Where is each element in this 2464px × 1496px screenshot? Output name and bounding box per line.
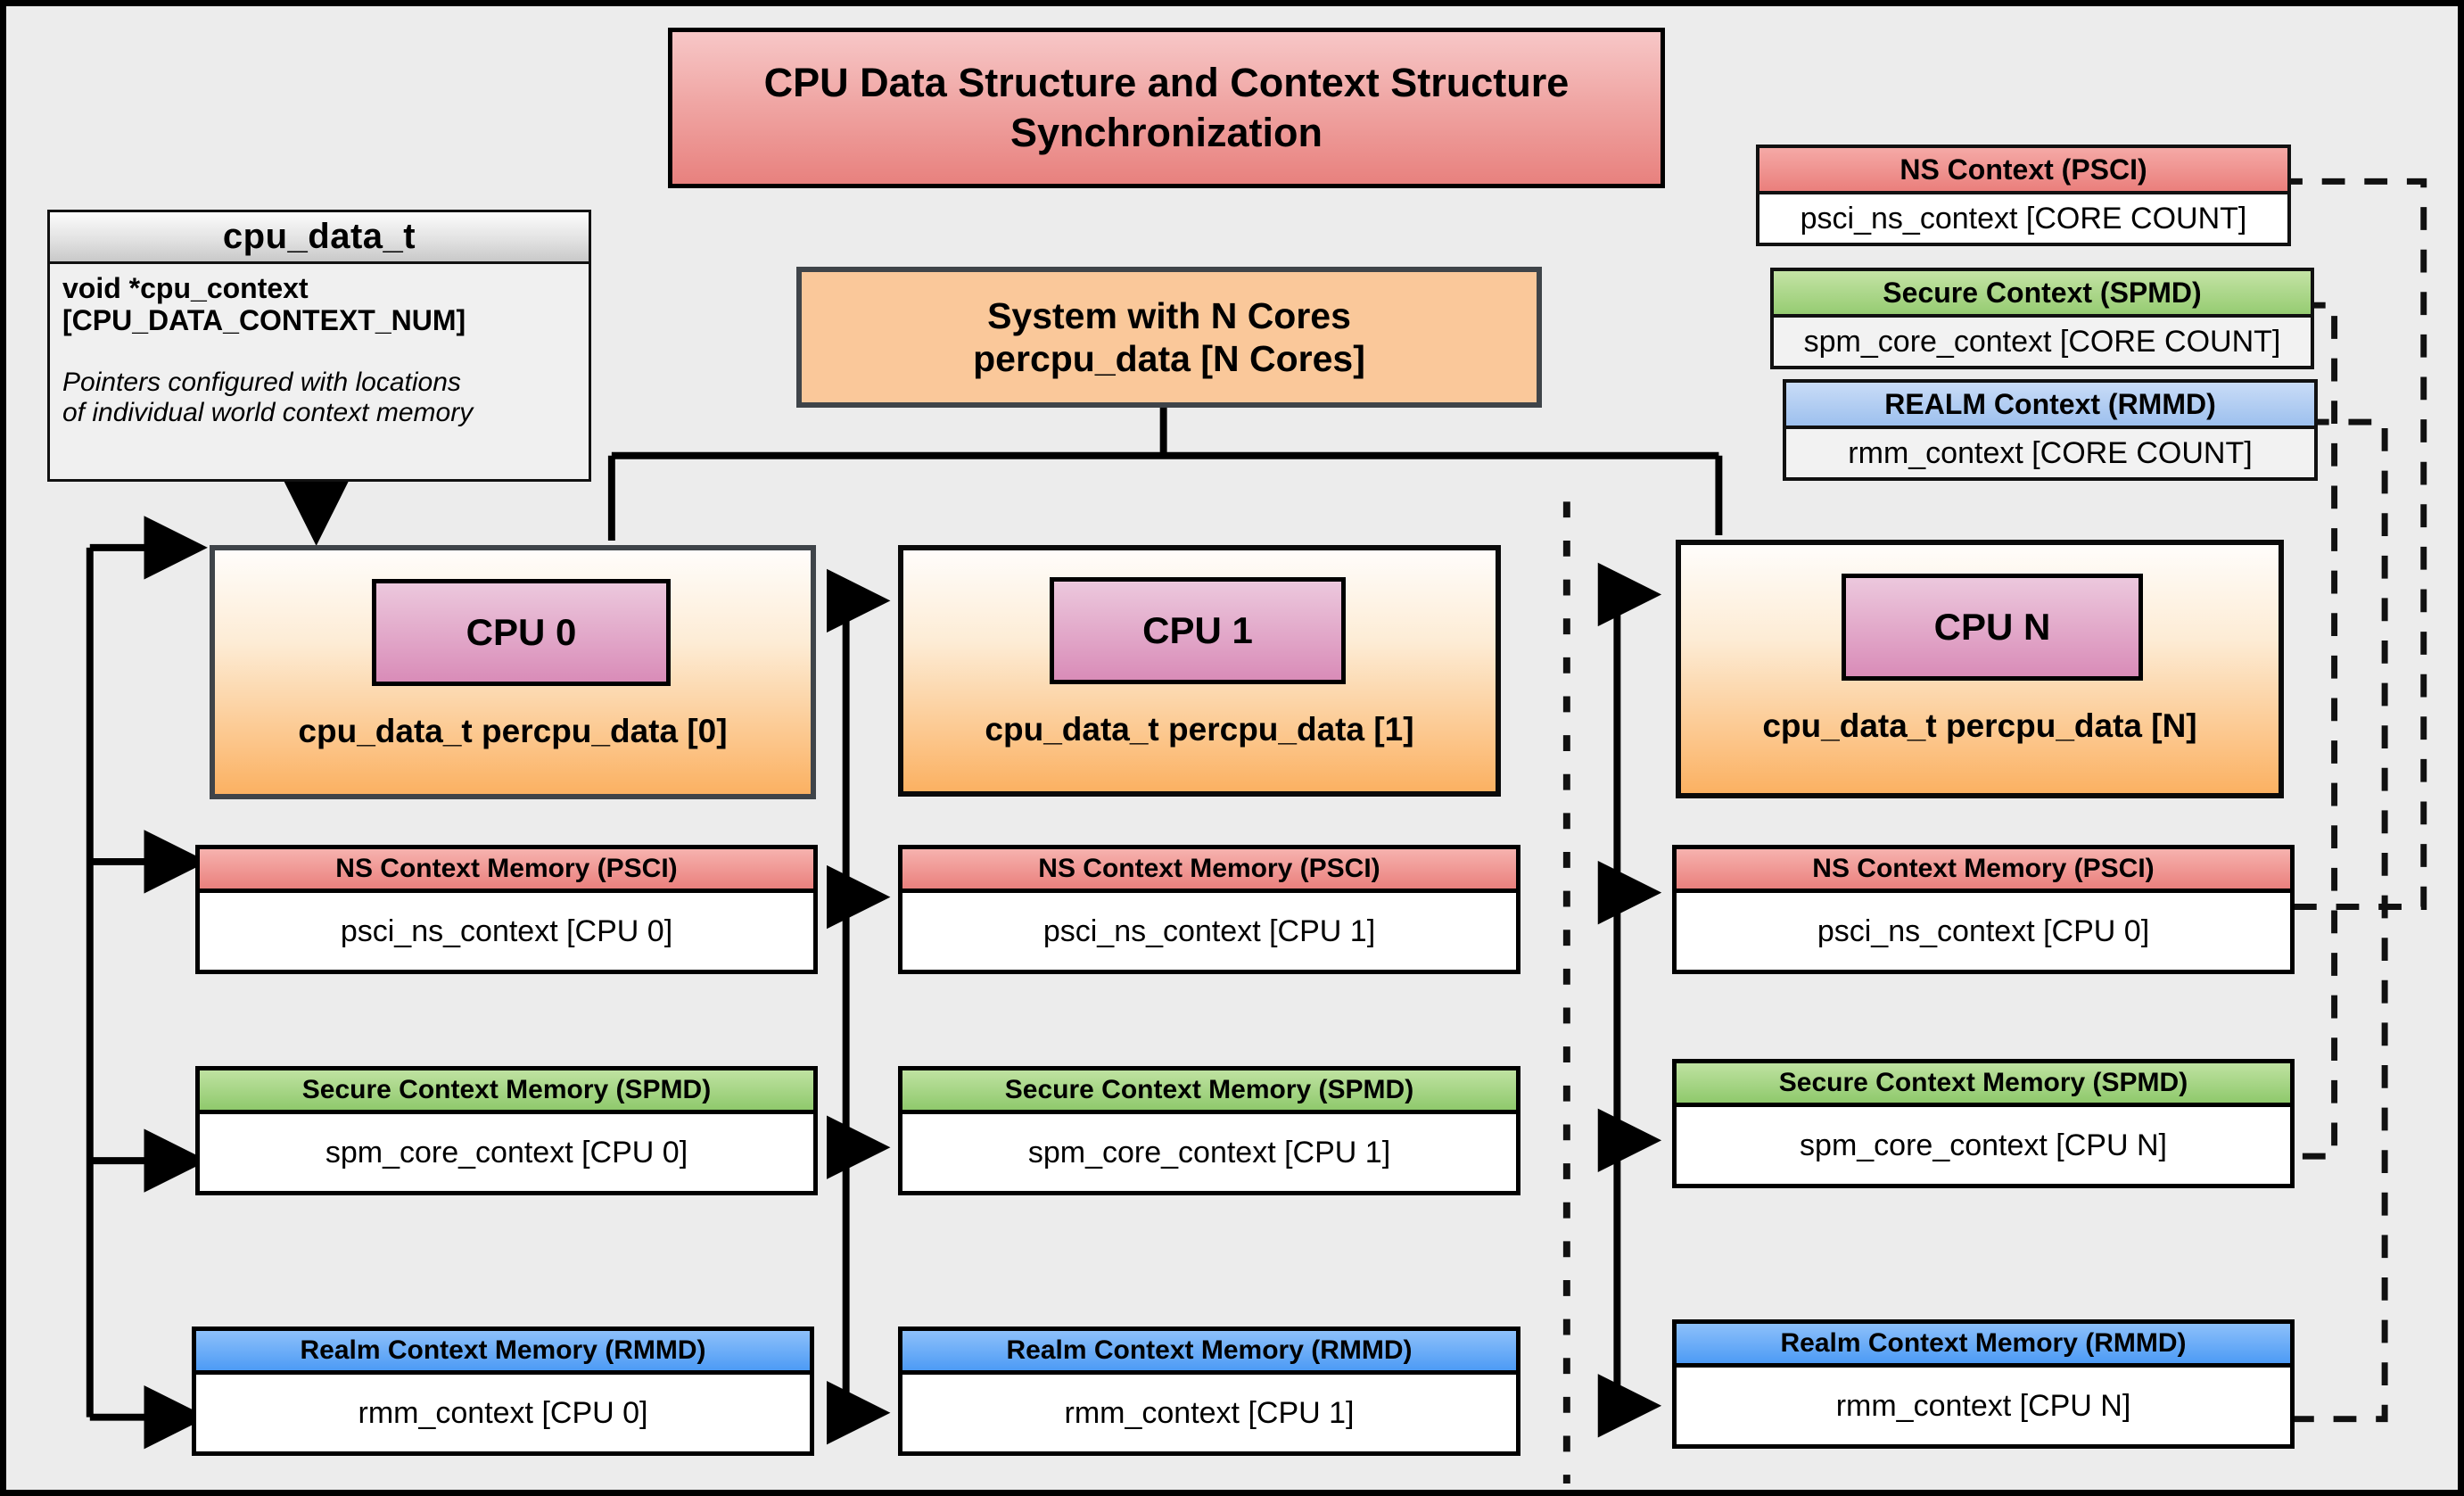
secure-context-summary-box: Secure Context (SPMD) spm_core_context […	[1770, 268, 2314, 369]
realm-context-summary-body: rmm_context [CORE COUNT]	[1848, 435, 2253, 470]
cpuN-ns-context-body: psci_ns_context [CPU 0]	[1677, 893, 2290, 970]
cpuN-secure-context-body: spm_core_context [CPU N]	[1677, 1107, 2290, 1184]
system-line-2: percpu_data [N Cores]	[973, 338, 1365, 379]
secure-context-summary-header: Secure Context (SPMD)	[1774, 271, 2311, 318]
cpuN-realm-context-header: Realm Context Memory (RMMD)	[1677, 1324, 2290, 1368]
cpu1-ns-context-box: NS Context Memory (PSCI) psci_ns_context…	[898, 845, 1520, 974]
secure-context-summary-body: spm_core_context [CORE COUNT]	[1803, 324, 2281, 359]
cpu0-secure-context-body: spm_core_context [CPU 0]	[200, 1114, 813, 1191]
cpu0-caption: cpu_data_t percpu_data [0]	[298, 713, 728, 749]
cpu0-realm-context-body: rmm_context [CPU 0]	[196, 1375, 810, 1451]
realm-context-summary-header: REALM Context (RMMD)	[1786, 383, 2314, 429]
ns-context-summary-box: NS Context (PSCI) psci_ns_context [CORE …	[1756, 145, 2291, 246]
system-fanout-tree	[607, 404, 1723, 541]
cpuN-realm-context-body: rmm_context [CPU N]	[1677, 1368, 2290, 1444]
system-overview-box: System with N Cores percpu_data [N Cores…	[796, 267, 1542, 408]
cpuN-secure-context-header: Secure Context Memory (SPMD)	[1677, 1063, 2290, 1107]
cpu-data-field-line-2: [CPU_DATA_CONTEXT_NUM]	[62, 303, 466, 336]
cpu0-secure-context-header: Secure Context Memory (SPMD)	[200, 1070, 813, 1114]
cpuN-pointer-arrows	[1597, 562, 1662, 1438]
cpu0-box: CPU 0 cpu_data_t percpu_data [0]	[210, 545, 816, 799]
cpuN-realm-context-box: Realm Context Memory (RMMD) rmm_context …	[1672, 1319, 2295, 1449]
cpu1-realm-context-header: Realm Context Memory (RMMD)	[902, 1331, 1516, 1375]
ns-context-summary-body: psci_ns_context [CORE COUNT]	[1759, 194, 2287, 243]
cpu-data-struct-header: cpu_data_t	[50, 212, 589, 264]
cpu1-realm-context-body: rmm_context [CPU 1]	[902, 1375, 1516, 1451]
system-line-1: System with N Cores	[987, 294, 1351, 336]
cpu0-realm-context-header: Realm Context Memory (RMMD)	[196, 1331, 810, 1375]
cpu-data-struct-box: cpu_data_t void *cpu_context [CPU_DATA_C…	[47, 210, 591, 482]
cpu1-ns-context-header: NS Context Memory (PSCI)	[902, 849, 1516, 893]
cpu1-secure-context-box: Secure Context Memory (SPMD) spm_core_co…	[898, 1066, 1520, 1195]
cpu1-secure-context-header: Secure Context Memory (SPMD)	[902, 1070, 1516, 1114]
cpu-data-struct-body: void *cpu_context [CPU_DATA_CONTEXT_NUM]…	[50, 264, 589, 429]
cpu0-ns-context-box: NS Context Memory (PSCI) psci_ns_context…	[195, 845, 818, 974]
cpu1-realm-context-box: Realm Context Memory (RMMD) rmm_context …	[898, 1327, 1520, 1456]
cpu0-secure-context-box: Secure Context Memory (SPMD) spm_core_co…	[195, 1066, 818, 1195]
cpu1-caption: cpu_data_t percpu_data [1]	[985, 711, 1414, 748]
ns-context-summary-header: NS Context (PSCI)	[1759, 148, 2287, 194]
page-title: CPU Data Structure and Context Structure…	[668, 28, 1665, 188]
cpu1-ns-context-body: psci_ns_context [CPU 1]	[902, 893, 1516, 970]
cpu0-ns-context-body: psci_ns_context [CPU 0]	[200, 893, 813, 970]
realm-context-link	[2279, 418, 2388, 1423]
cpuN-chip-label: CPU N	[1842, 574, 2143, 681]
realm-context-summary-box: REALM Context (RMMD) rmm_context [CORE C…	[1783, 379, 2318, 481]
cpuN-secure-context-box: Secure Context Memory (SPMD) spm_core_co…	[1672, 1059, 2295, 1188]
cpu-data-field-line-1: void *cpu_context	[62, 272, 309, 304]
cpu1-chip-label: CPU 1	[1050, 577, 1346, 684]
cpu-data-note-line-1: Pointers configured with locations	[62, 367, 461, 397]
cpuN-box: CPU N cpu_data_t percpu_data [N]	[1676, 540, 2284, 798]
cpu0-ns-context-header: NS Context Memory (PSCI)	[200, 849, 813, 893]
cpu1-secure-context-body: spm_core_context [CPU 1]	[902, 1114, 1516, 1191]
cpuN-ns-context-header: NS Context Memory (PSCI)	[1677, 849, 2290, 893]
cpu0-pointer-arrows	[86, 516, 208, 1450]
cpu1-pointer-arrows	[827, 568, 891, 1445]
cpu0-realm-context-box: Realm Context Memory (RMMD) rmm_context …	[192, 1327, 814, 1456]
cpu-data-note-line-2: of individual world context memory	[62, 398, 474, 428]
cpu0-chip-label: CPU 0	[372, 579, 671, 686]
cpuN-caption: cpu_data_t percpu_data [N]	[1762, 707, 2197, 744]
cpuN-ns-context-box: NS Context Memory (PSCI) psci_ns_context…	[1672, 845, 2295, 974]
cpu1-box: CPU 1 cpu_data_t percpu_data [1]	[898, 545, 1501, 797]
